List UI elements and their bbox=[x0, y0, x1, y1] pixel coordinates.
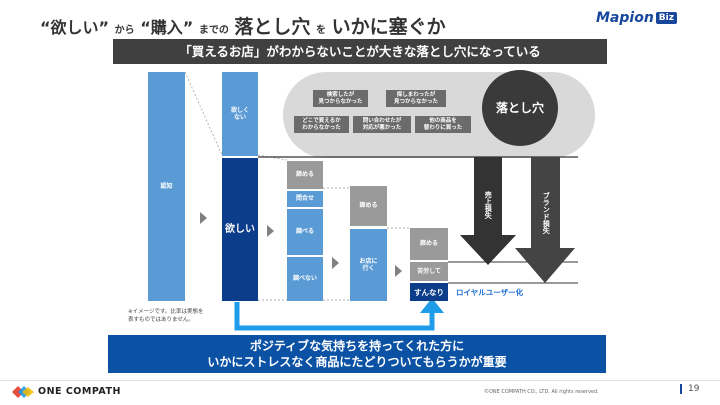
pitfall-reason: 探しまわったが 見つからなかった bbox=[386, 90, 446, 107]
stage-inquiry-label: 問合せ bbox=[295, 195, 314, 203]
stage-smoothly: すんなり bbox=[410, 283, 448, 301]
brand-loss-text: ブランド損失 bbox=[542, 192, 551, 234]
stage-give-up-3: 諦める bbox=[410, 228, 448, 260]
top-banner: 「買えるお店」がわからないことが大きな落とし穴になっている bbox=[113, 39, 607, 64]
title-quote-want: “欲しい” bbox=[40, 18, 110, 37]
brand-loss-arrow-icon bbox=[515, 157, 575, 283]
page-number: 19 bbox=[680, 384, 699, 394]
stage-give-up-2-label: 諦める bbox=[359, 202, 378, 210]
stage-research: 調べる bbox=[287, 209, 323, 255]
copyright-text: ©ONE COMPATH CO., LTD. All rights reserv… bbox=[484, 389, 599, 395]
pitfall-reason: 他の商品を 替わりに買った bbox=[415, 116, 471, 133]
stage-give-up-3-label: 諦める bbox=[419, 240, 438, 248]
title-how-to-close: いかに塞ぐか bbox=[331, 16, 446, 38]
sales-loss-label: 売上損失 bbox=[480, 175, 496, 235]
stage-give-up-2: 諦める bbox=[350, 186, 387, 226]
loyal-user-label: ロイヤルユーザー化 bbox=[456, 288, 524, 297]
stage-research-label: 調べる bbox=[295, 228, 314, 236]
connector-arrowhead-icon bbox=[420, 298, 444, 313]
bottom-banner-line-2: いかにストレスなく商品にたどりついてもらうかが重要 bbox=[207, 355, 507, 369]
pitfall-reason: 問い合わせたが 対応が悪かった bbox=[353, 116, 411, 133]
pitfall-reason: 検索したが 見つからなかった bbox=[313, 90, 368, 107]
step-arrow-icon bbox=[395, 265, 402, 277]
sales-loss-text: 売上損失 bbox=[484, 191, 493, 219]
logo-badge: Biz bbox=[655, 12, 677, 24]
footer-brand: ONE COMPATH bbox=[38, 386, 121, 397]
one-compath-logo-icon bbox=[12, 386, 34, 398]
brand-loss-label: ブランド損失 bbox=[538, 178, 554, 248]
stage-with-difficulty-label: 苦労して bbox=[417, 267, 441, 275]
pitfall-label: 落とし穴 bbox=[484, 96, 556, 120]
pitfall-label-text: 落とし穴 bbox=[495, 100, 544, 115]
stage-give-up-1-label: 諦める bbox=[295, 171, 314, 179]
bottom-banner-line-1: ポジティブな気持ちを持ってくれた方に bbox=[249, 339, 465, 353]
pitfall-reason-text: 探しまわったが 見つからなかった bbox=[393, 91, 438, 105]
page-title: “欲しい” から “購入” までの 落とし穴 を いかに塞ぐか bbox=[40, 12, 446, 39]
title-until: までの bbox=[198, 25, 229, 36]
sales-loss-arrow-icon bbox=[460, 157, 516, 265]
title-quote-purchase: “購入” bbox=[140, 18, 194, 37]
stage-with-difficulty: 苦労して bbox=[410, 262, 448, 281]
footer-divider bbox=[0, 380, 720, 381]
stage-give-up-1: 諦める bbox=[287, 161, 323, 189]
disclaimer-note: ※イメージです。比率は実態を 表すものではありません。 bbox=[128, 309, 204, 324]
stage-visit-store: お店に 行く bbox=[350, 229, 387, 301]
bottom-banner: ポジティブな気持ちを持ってくれた方に いかにストレスなく商品にたどりついてもらう… bbox=[108, 335, 606, 373]
title-pitfall: 落とし穴 bbox=[234, 16, 311, 38]
step-arrow-icon bbox=[267, 225, 274, 237]
pitfall-circle bbox=[482, 70, 558, 146]
guide-line bbox=[184, 71, 223, 156]
stage-no-research-label: 調べない bbox=[292, 275, 317, 283]
pitfall-reason-text: どこで買えるか わからなかった bbox=[302, 117, 341, 131]
stage-awareness-label: 認知 bbox=[160, 182, 173, 190]
title-particle: を bbox=[316, 25, 326, 36]
stage-smoothly-label: すんなり bbox=[414, 287, 444, 297]
logo-text: Mapion bbox=[596, 10, 654, 26]
connector-arrow bbox=[234, 302, 435, 331]
stage-not-want: 欲しく ない bbox=[222, 72, 258, 156]
stage-not-want-label: 欲しく ない bbox=[230, 106, 249, 122]
step-arrow-icon bbox=[200, 212, 207, 224]
stage-want-label: 欲しい bbox=[225, 223, 255, 235]
step-arrow-icon bbox=[332, 257, 339, 269]
pitfall-reason-text: 他の商品を 替わりに買った bbox=[423, 117, 463, 131]
stage-awareness: 認知 bbox=[148, 72, 185, 301]
pitfall-reason: どこで買えるか わからなかった bbox=[294, 116, 349, 133]
stage-inquiry: 問合せ bbox=[287, 191, 323, 207]
pitfall-reason-text: 問い合わせたが 対応が悪かった bbox=[362, 117, 402, 131]
stage-want: 欲しい bbox=[222, 158, 258, 301]
stage-visit-store-label: お店に 行く bbox=[359, 257, 378, 272]
guide-line bbox=[257, 154, 288, 161]
title-from: から bbox=[114, 25, 135, 36]
pitfall-reason-text: 検索したが 見つからなかった bbox=[318, 91, 363, 105]
stage-no-research: 調べない bbox=[287, 257, 323, 301]
